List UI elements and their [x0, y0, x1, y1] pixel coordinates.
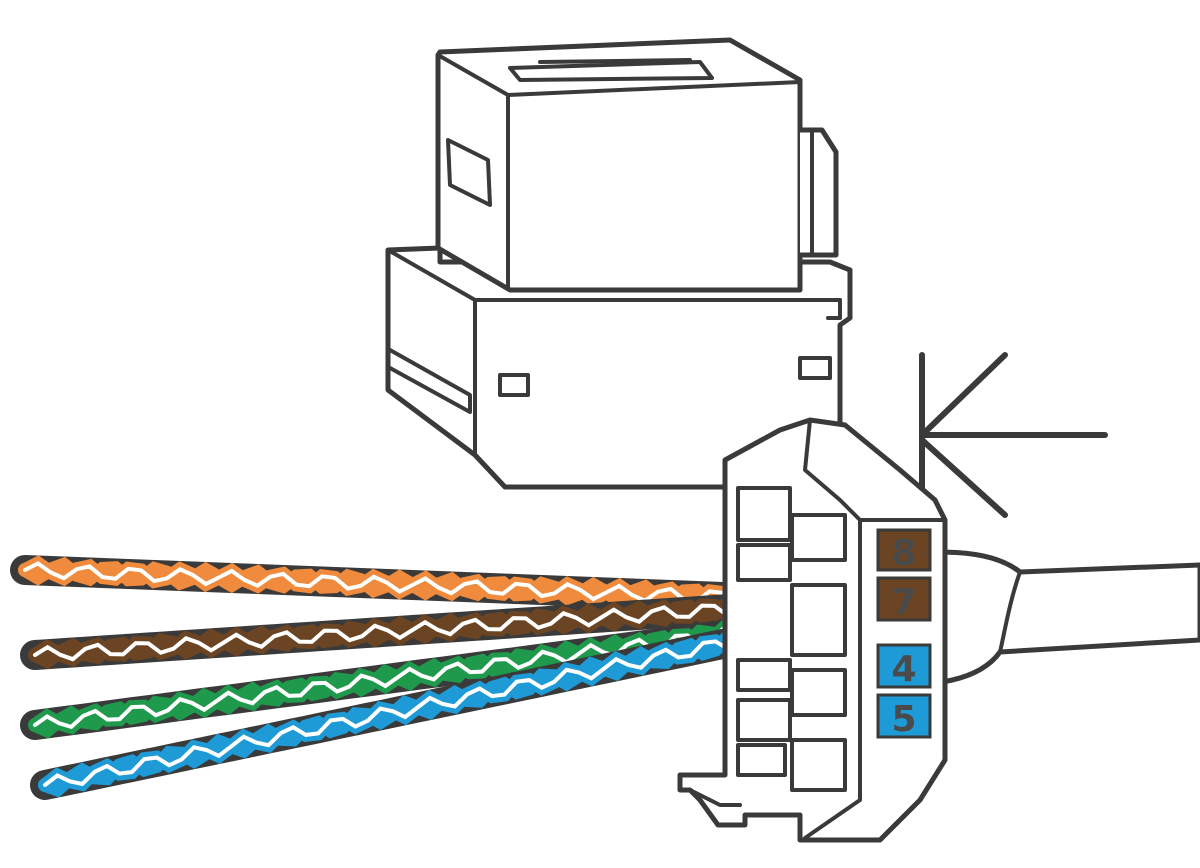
brown-pair-white-stripe — [33, 598, 792, 662]
pin-5-label: 5 — [891, 699, 916, 740]
insulation-displacement-slots — [736, 486, 847, 792]
pin-4-swatch — [876, 643, 932, 689]
pin-7-swatch — [876, 576, 932, 622]
twisted-wire-pairs — [10, 555, 815, 800]
green-pair-white-stripe — [33, 625, 762, 730]
pin-8-swatch — [876, 528, 932, 572]
pin-4-label: 4 — [891, 649, 916, 690]
green-pair — [20, 615, 775, 740]
keystone-jack — [385, 37, 853, 490]
brown-pair — [20, 590, 805, 670]
pin-8-label: 8 — [891, 533, 916, 574]
orange-pair-white-stripe — [23, 561, 802, 609]
blue-pair — [30, 615, 805, 800]
blue-pair-white-stripe — [43, 628, 792, 787]
pin-5-swatch — [876, 693, 932, 739]
orange-pair — [10, 555, 815, 615]
insert-direction-arrow-icon — [919, 352, 1108, 518]
pin-labels: 8 7 4 5 — [876, 528, 932, 740]
pin-7-label: 7 — [891, 582, 916, 623]
